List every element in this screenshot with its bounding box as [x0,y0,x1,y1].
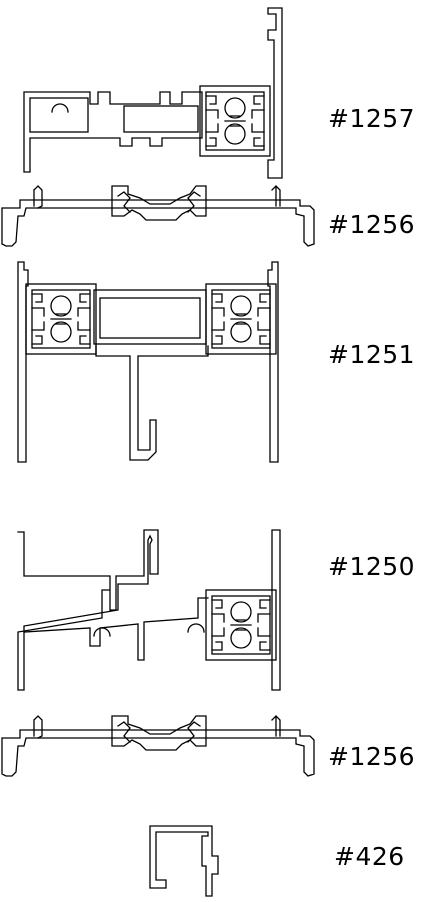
profile-426-drawing [149,825,219,897]
profile-1250-drawing [17,529,281,691]
profile-label-1250: #1250 [328,552,416,581]
profile-label-1256-bottom: #1256 [328,742,416,771]
profile-1251-drawing [17,261,279,463]
profile-label-1256-top: #1256 [328,210,416,239]
profile-1256-bottom-drawing [1,715,315,777]
profile-1257-drawing [23,7,283,179]
profile-label-1251: #1251 [328,340,416,369]
profile-label-1257: #1257 [328,104,416,133]
profile-label-426: #426 [334,842,405,871]
profile-1256-top-drawing [1,185,315,247]
